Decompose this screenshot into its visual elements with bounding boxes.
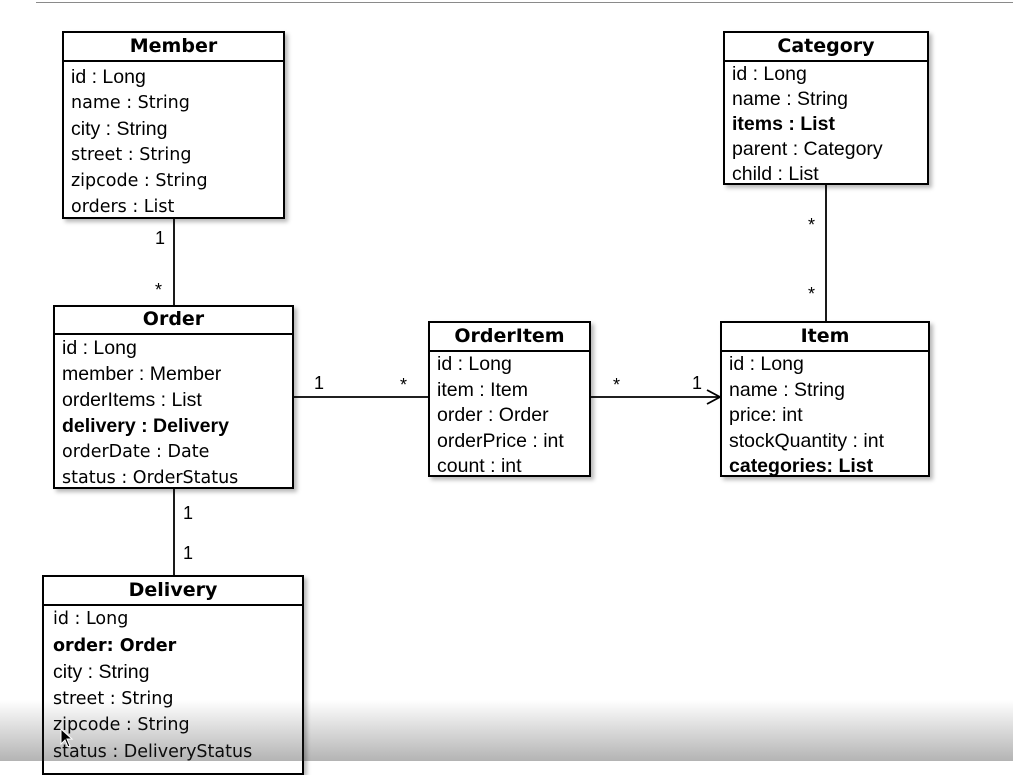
item-attr-stockquantity: stockQuantity : int xyxy=(729,429,884,452)
order-attr-orderitems: orderItems : List xyxy=(62,389,202,411)
order-orderitem-multiplicity-orderitem: * xyxy=(400,375,408,395)
delivery-attr-street: street : String xyxy=(53,688,174,709)
delivery-attr-status: status : DeliveryStatus xyxy=(53,741,253,762)
class-member-title: Member xyxy=(64,33,283,62)
class-orderitem: OrderItem id : Long item : Item order : … xyxy=(428,321,591,477)
order-delivery-multiplicity-delivery: 1 xyxy=(183,543,194,563)
item-attr-price: price: int xyxy=(729,404,803,426)
class-category: Category id : Long name : String items :… xyxy=(723,31,929,185)
mouse-pointer-icon xyxy=(60,728,74,748)
class-orderitem-title: OrderItem xyxy=(430,323,589,352)
category-attr-child: child : List xyxy=(732,163,819,185)
class-order: Order id : Long member : Member orderIte… xyxy=(53,305,294,489)
member-attr-orders: orders : List xyxy=(71,197,175,217)
member-attr-zipcode: zipcode : String xyxy=(71,171,208,191)
class-member: Member id : Long name : String city : St… xyxy=(62,31,285,219)
category-item-multiplicity-category: * xyxy=(808,215,816,235)
orderitem-attr-item: item : Item xyxy=(437,378,529,401)
orderitem-attr-id: id : Long xyxy=(437,353,512,375)
order-attr-member: member : Member xyxy=(62,363,222,385)
order-delivery-multiplicity-order: 1 xyxy=(183,503,194,523)
category-attr-parent: parent : Category xyxy=(732,138,883,160)
class-category-title: Category xyxy=(725,33,927,62)
item-attr-id: id : Long xyxy=(729,353,804,375)
order-attr-status: status : OrderStatus xyxy=(62,468,239,488)
category-attr-items: items : List xyxy=(732,113,835,135)
order-attr-delivery: delivery : Delivery xyxy=(62,415,229,437)
category-attr-id: id : Long xyxy=(732,63,807,85)
orderitem-attr-count: count : int xyxy=(437,455,522,477)
order-attr-id: id : Long xyxy=(62,337,137,359)
order-orderitem-multiplicity-order: 1 xyxy=(314,373,325,393)
member-attr-city: city : String xyxy=(71,118,168,140)
class-delivery-title: Delivery xyxy=(44,577,302,606)
class-order-title: Order xyxy=(55,307,292,335)
class-item-title: Item xyxy=(722,323,928,352)
category-item-multiplicity-item: * xyxy=(808,284,816,304)
order-attr-orderdate: orderDate : Date xyxy=(62,442,210,462)
orderitem-item-multiplicity-item: 1 xyxy=(692,373,703,393)
category-attr-name: name : String xyxy=(732,88,848,110)
member-order-multiplicity-order: * xyxy=(155,280,163,300)
class-item: Item id : Long name : String price: int … xyxy=(720,321,930,477)
orderitem-item-multiplicity-orderitem: * xyxy=(613,375,621,395)
orderitem-attr-orderprice: orderPrice : int xyxy=(437,429,564,452)
member-attr-name: name : String xyxy=(71,93,190,113)
item-attr-categories: categories: List xyxy=(729,455,874,477)
item-attr-name: name : String xyxy=(729,378,845,401)
top-divider-line xyxy=(36,2,1013,3)
orderitem-attr-order: order : Order xyxy=(437,404,549,426)
delivery-attr-city: city : String xyxy=(53,661,150,683)
delivery-attr-zipcode: zipcode : String xyxy=(53,715,190,735)
member-attr-id: id : Long xyxy=(71,66,146,88)
delivery-attr-id: id : Long xyxy=(53,609,129,629)
delivery-attr-order: order: Order xyxy=(53,635,177,656)
member-order-multiplicity-member: 1 xyxy=(155,228,166,248)
member-attr-street: street : String xyxy=(71,145,192,165)
class-delivery: Delivery id : Long order: Order city : S… xyxy=(42,575,304,775)
